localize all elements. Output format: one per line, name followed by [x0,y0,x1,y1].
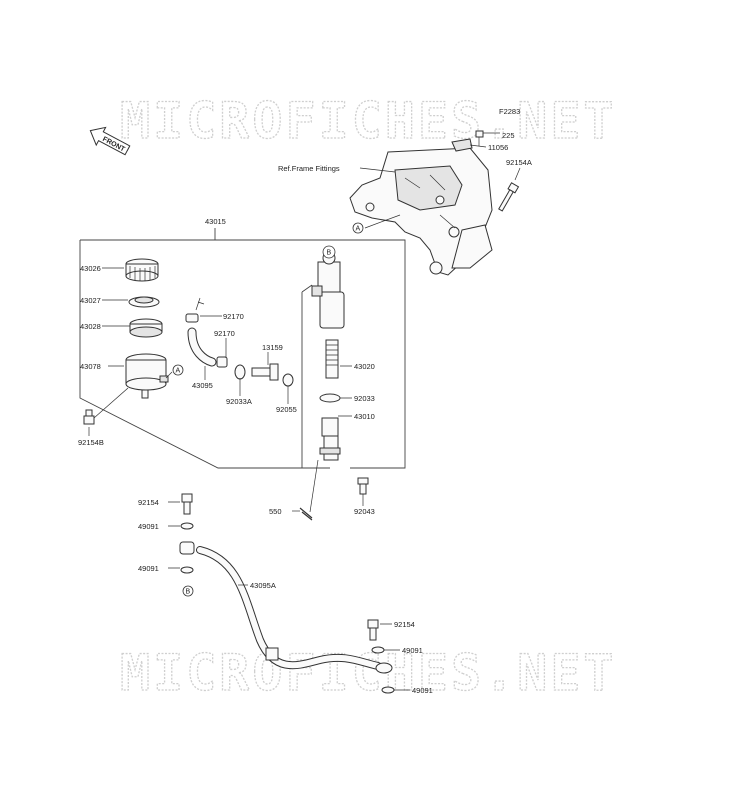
reservoir-cap [125,258,159,282]
piston-assembly [325,339,339,379]
label-43095a: 43095A [250,581,276,590]
washer-49091-d [381,686,395,694]
label-92154-lower: 92154 [394,620,415,629]
bolt-92154b [83,409,95,425]
label-92033: 92033 [354,394,375,403]
label-f2283: F2283 [499,107,520,116]
label-92170-a: 92170 [223,312,244,321]
callout-b-lower [182,585,194,597]
callout-a-reservoir-label: A [176,368,181,375]
washer-49091-b [180,566,194,574]
callout-a-top [352,222,364,234]
label-11056: 11056 [488,143,508,152]
label-225: 225 [502,131,515,140]
label-92154-upper: 92154 [138,498,159,507]
washer-49091-a [180,522,194,530]
label-550: 550 [269,507,282,516]
label-ref-frame-fittings: Ref.Frame Fittings [278,164,340,173]
watermark-top: MICROFICHES.NET [120,92,617,150]
pin-92043 [357,477,369,495]
label-92055: 92055 [276,405,297,414]
label-43028: 43028 [80,322,101,331]
label-43027: 43027 [80,296,101,305]
callout-a-reservoir [172,364,184,376]
pushrod-clevis [319,417,341,461]
washer-49091-c [371,646,385,654]
watermark-bottom: MICROFICHES.NET [120,644,617,702]
label-92154a: 92154A [506,158,532,167]
label-49091-d: 49091 [412,686,433,695]
callout-b-cylinder [322,245,336,259]
brake-hose [179,541,393,674]
label-43078: 43078 [80,362,101,371]
label-43015: 43015 [205,217,226,226]
label-92033a: 92033A [226,397,252,406]
label-43026: 43026 [80,264,101,273]
callout-a-top-label: A [356,226,361,233]
assembly-frame-43015 [79,228,406,469]
label-92043: 92043 [354,507,375,516]
label-43010: 43010 [354,412,375,421]
label-49091-b: 49091 [138,564,159,573]
cotter-pin [299,507,313,521]
label-92170-b: 92170 [214,329,235,338]
callout-b-cylinder-label: B [327,250,332,257]
diaphragm [129,318,163,338]
diaphragm-plate [128,296,160,308]
washer-92033 [319,393,341,403]
reservoir-tank [125,353,169,399]
master-cylinder [311,251,345,329]
label-49091-c: 49091 [402,646,423,655]
label-13159: 13159 [262,343,283,352]
label-49091-a: 49091 [138,522,159,531]
frame-bracket [349,130,520,276]
callout-b-lower-label: B [186,589,191,596]
hose-joint [234,363,294,387]
banjo-bolt-upper [181,493,193,515]
label-43095: 43095 [192,381,213,390]
reservoir-hose [185,313,228,368]
label-43020: 43020 [354,362,375,371]
banjo-bolt-lower [367,619,379,641]
label-92154b: 92154B [78,438,104,447]
